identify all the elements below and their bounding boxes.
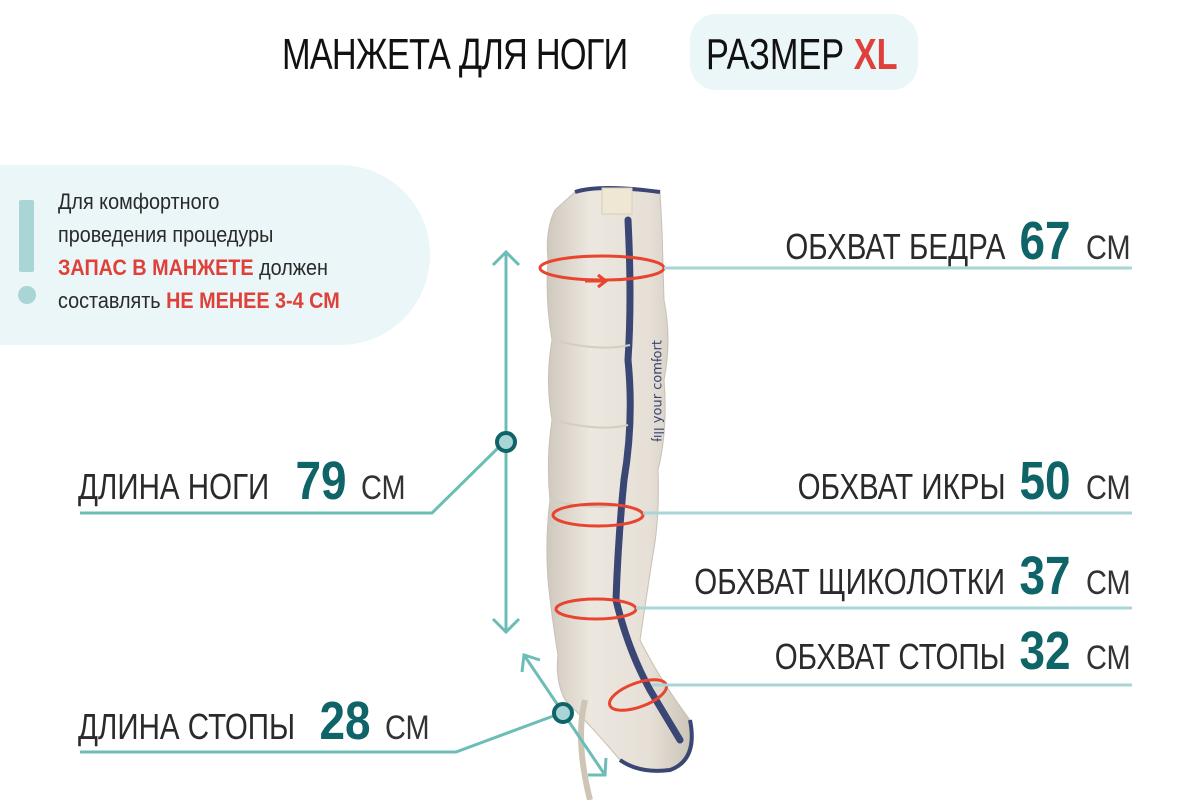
- measure-value: 37: [1019, 546, 1071, 606]
- measure-value: 28: [319, 691, 371, 751]
- measure-calf: ОБХВАТ ИКРЫ 50 СМ: [752, 450, 1134, 512]
- foot-length-marker: [552, 702, 574, 724]
- measure-value: 79: [295, 451, 347, 511]
- note-line-4-start: составлять: [58, 288, 167, 313]
- measure-unit: СМ: [1085, 639, 1131, 677]
- measure-leg-length: ДЛИНА НОГИ 79 СМ: [78, 450, 410, 512]
- guide-lines-right: [636, 266, 1132, 687]
- note-line-2: проведения процедуры: [58, 222, 274, 247]
- measure-label: ДЛИНА СТОПЫ: [78, 706, 296, 747]
- note-line-1: Для комфортного: [58, 189, 220, 214]
- svg-text:ʇɹoɟɯoɔ ɹnoʎ llıɟ: ʇɹoɟɯoɔ ɹnoʎ llıɟ: [650, 340, 665, 442]
- measure-label: ОБХВАТ СТОПЫ: [774, 636, 1006, 677]
- measure-unit: СМ: [361, 469, 406, 507]
- note-text: Для комфортного проведения процедуры ЗАП…: [58, 185, 418, 317]
- leg-cuff: ʇɹoɟɯoɔ ɹnoʎ llıɟ: [546, 186, 694, 800]
- measure-foot-girth: ОБХВАТ СТОПЫ 32 СМ: [724, 620, 1134, 682]
- exclamation-icon: [17, 200, 37, 310]
- measure-label: ОБХВАТ БЕДРА: [785, 226, 1006, 267]
- measure-value: 67: [1019, 211, 1071, 271]
- measure-label: ДЛИНА НОГИ: [78, 466, 270, 507]
- measure-value: 32: [1019, 621, 1071, 681]
- measure-ankle: ОБХВАТ ЩИКОЛОТКИ 37 СМ: [626, 545, 1134, 607]
- measure-label: ОБХВАТ ЩИКОЛОТКИ: [694, 561, 1006, 602]
- info-note: [0, 165, 430, 345]
- page-title: МАНЖЕТА ДЛЯ НОГИ: [282, 30, 628, 79]
- note-highlight-1: ЗАПАС В МАНЖЕТЕ: [58, 255, 254, 280]
- note-line-3: ЗАПАС В МАНЖЕТЕ должен: [58, 251, 418, 284]
- measure-label: ОБХВАТ ИКРЫ: [797, 466, 1006, 507]
- header: МАНЖЕТА ДЛЯ НОГИ РАЗМЕР XL: [0, 14, 1200, 94]
- leg-length-arrow: [80, 249, 521, 635]
- size-badge: [690, 14, 918, 90]
- size-label-text: РАЗМЕР: [706, 30, 845, 79]
- note-highlight-2: НЕ МЕНЕЕ 3-4 СМ: [166, 288, 340, 313]
- measure-value: 50: [1019, 451, 1071, 511]
- measure-unit: СМ: [1085, 564, 1131, 602]
- measure-foot-length: ДЛИНА СТОПЫ 28 СМ: [78, 690, 433, 752]
- leg-length-marker: [495, 431, 517, 453]
- size-label: РАЗМЕР XL: [706, 30, 898, 80]
- measure-unit: СМ: [1085, 469, 1131, 507]
- note-line-4: составлять НЕ МЕНЕЕ 3-4 СМ: [58, 284, 418, 317]
- measure-unit: СМ: [1085, 229, 1131, 267]
- measure-unit: СМ: [384, 709, 430, 747]
- measure-thigh: ОБХВАТ БЕДРА 67 СМ: [737, 210, 1134, 272]
- note-line-3-rest: должен: [253, 255, 328, 280]
- size-value: XL: [853, 30, 898, 79]
